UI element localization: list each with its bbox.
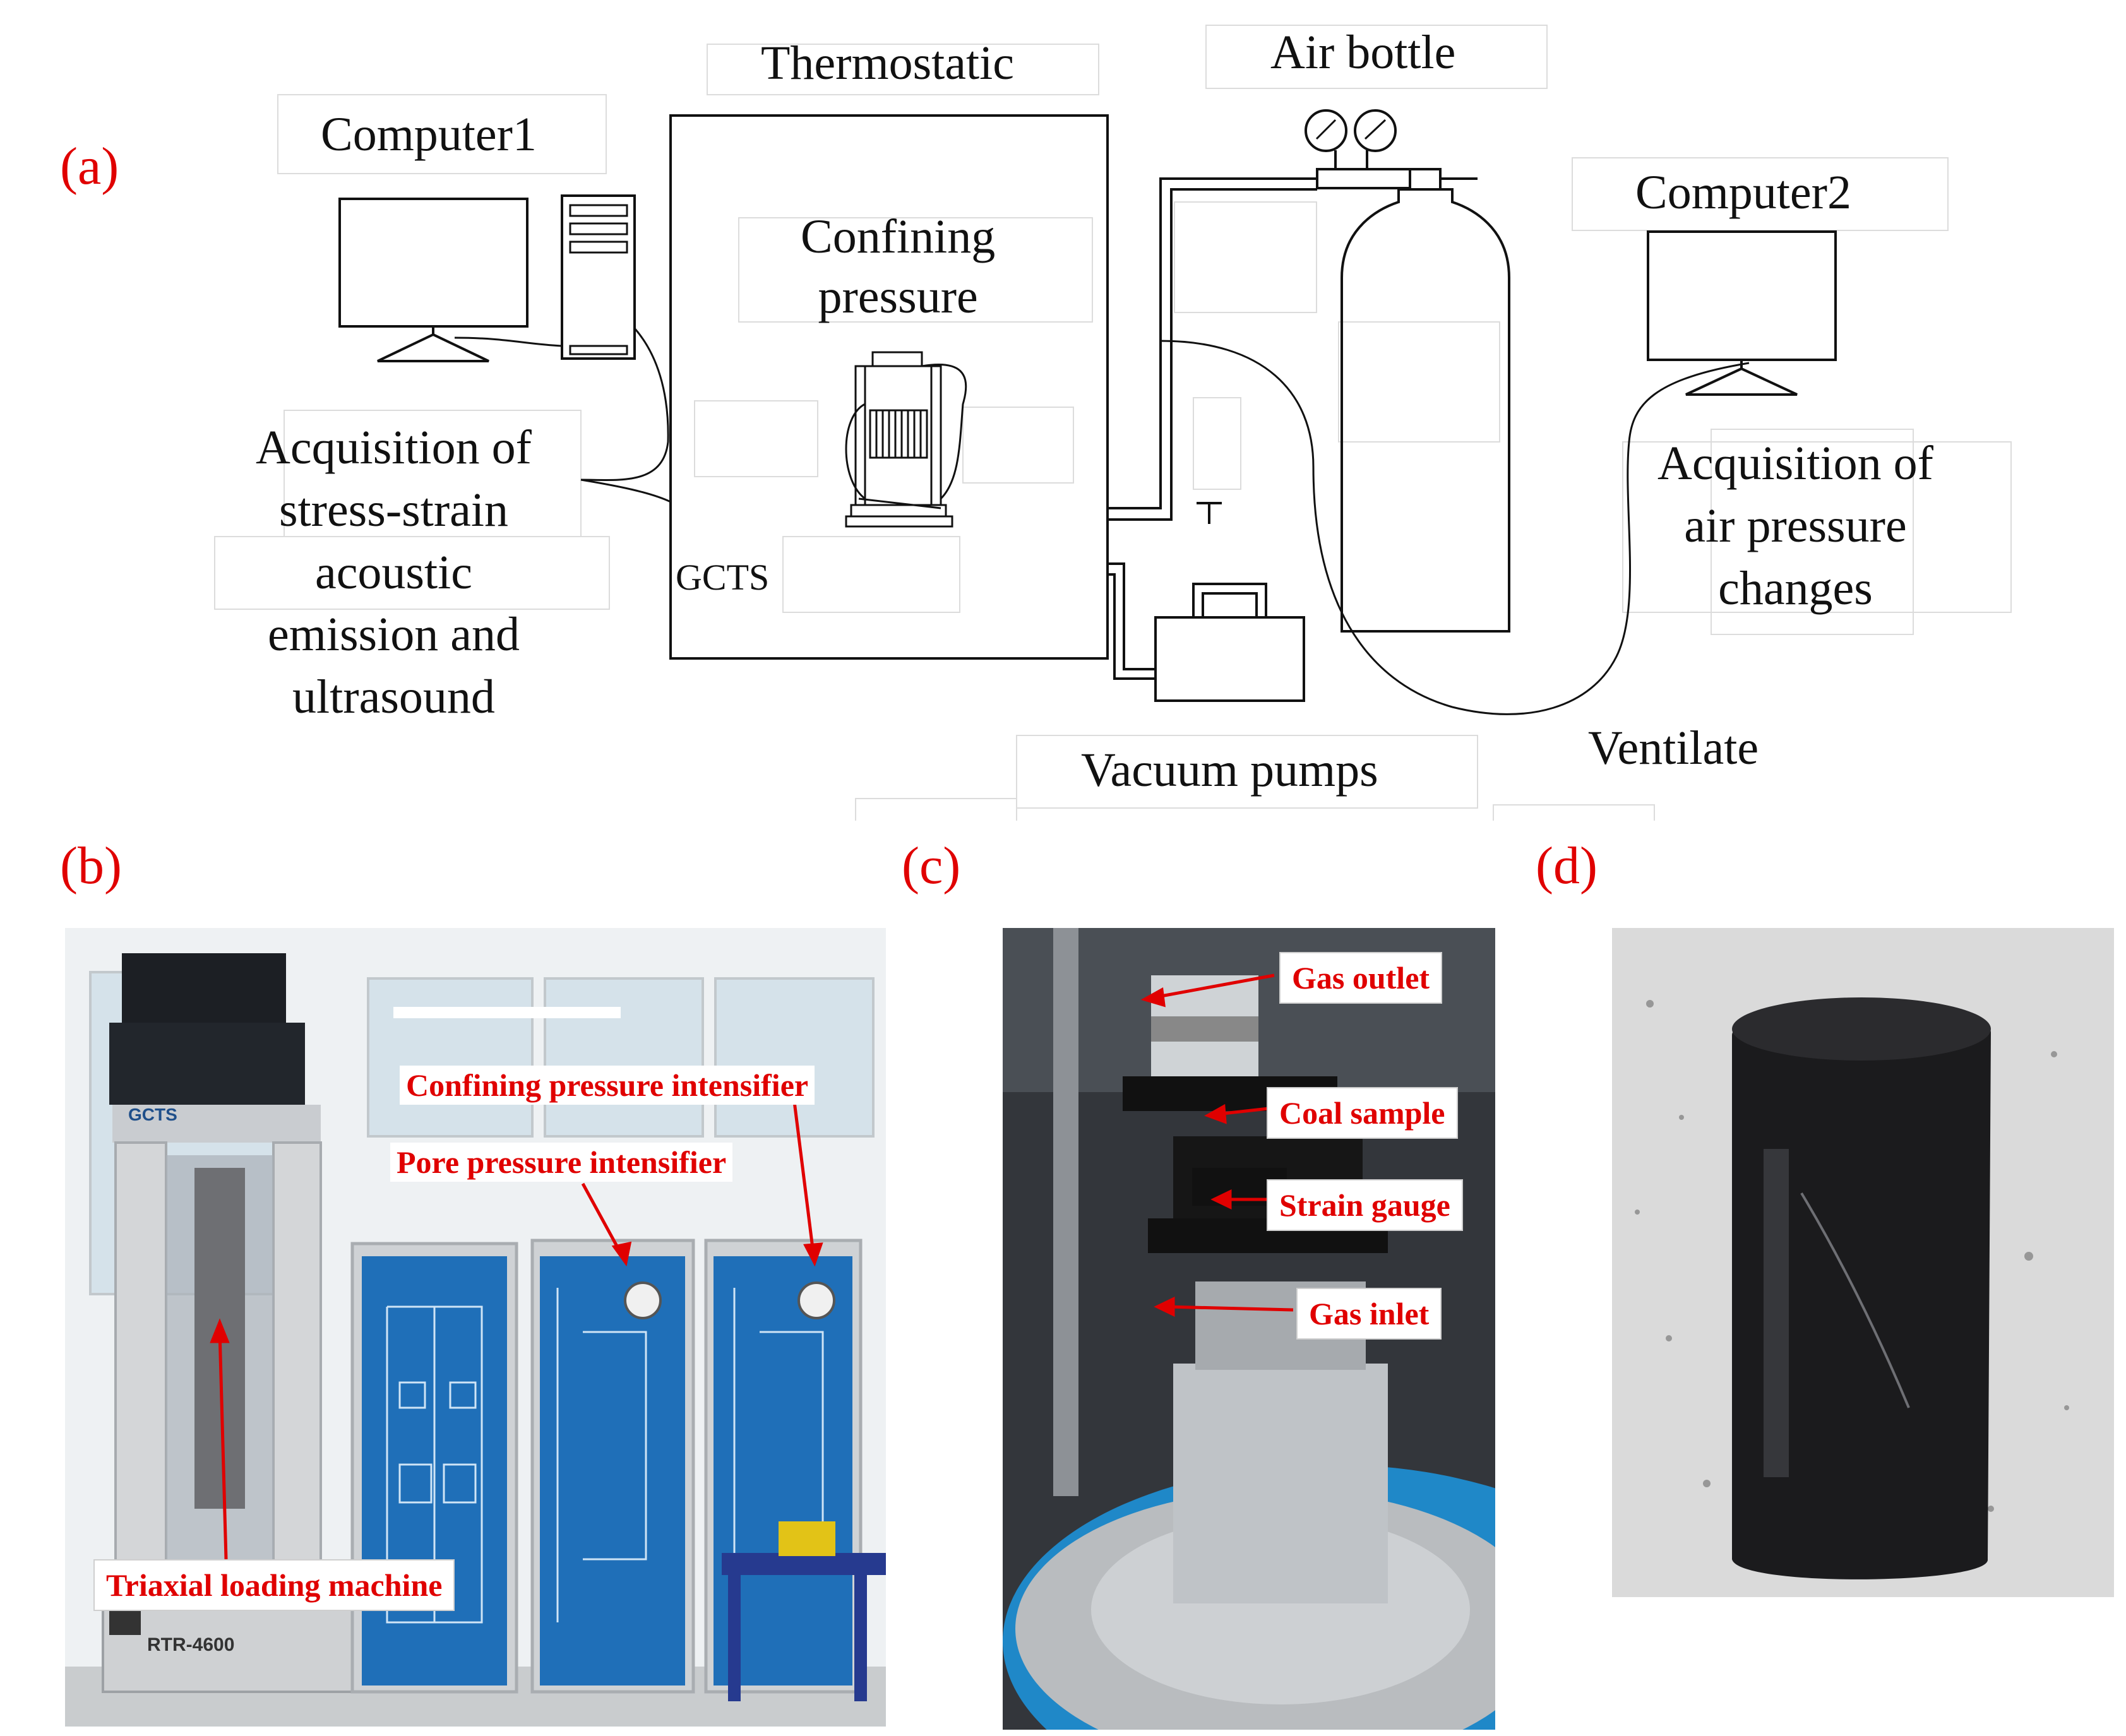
photo-b-illustration: GCTS RTR-4600	[65, 928, 886, 1727]
gcts-logo: GCTS	[128, 1105, 177, 1124]
panel-label-d: (d)	[1536, 836, 1597, 895]
acq-left-line: emission and	[268, 608, 520, 662]
ventilate-label: Ventilate	[1588, 722, 1759, 775]
schematic-diagram	[214, 25, 2012, 821]
triaxial-machine-callout: Triaxial loading machine	[93, 1559, 455, 1611]
gas-inlet-callout: Gas inlet	[1296, 1288, 1442, 1340]
triaxial-cell-icon	[845, 351, 967, 528]
acq-left-line: ultrasound	[292, 670, 495, 724]
acq-left-line: acoustic	[314, 545, 472, 599]
strain-gauge-callout: Strain gauge	[1267, 1179, 1463, 1231]
air-bottle-label: Air bottle	[1270, 26, 1456, 79]
panel-label-c: (c)	[902, 836, 961, 895]
coal-sample-callout: Coal sample	[1267, 1087, 1458, 1139]
panel-label-b: (b)	[60, 836, 122, 895]
computer2-label: Computer2	[1635, 166, 1851, 219]
computer1-icon	[338, 194, 636, 362]
confining-intensifier-callout: Confining pressure intensifier	[400, 1066, 815, 1105]
acq-right-line: air pressure	[1684, 499, 1907, 552]
gas-outlet-callout: Gas outlet	[1279, 952, 1443, 1004]
acq-left-line: stress-strain	[278, 483, 508, 537]
confining-line2: pressure	[818, 270, 978, 323]
acq-left-line: Acquisition of	[256, 421, 532, 474]
confining-line1: Confining	[801, 210, 996, 263]
vacuum-pump-icon	[1108, 562, 1305, 702]
panel-label-a: (a)	[60, 137, 119, 196]
air-bottle-icon	[1305, 109, 1510, 633]
thermostatic-label: Thermostatic	[761, 37, 1014, 90]
gcts-label: GCTS	[676, 557, 770, 598]
vacuum-pumps-label: Vacuum pumps	[1081, 744, 1378, 797]
photo-c-illustration	[1003, 928, 1495, 1730]
acquisition-right-label: Acquisition of air pressure changes	[1657, 432, 1933, 619]
photo-d-illustration	[1612, 928, 2114, 1597]
photo-b-lab-equipment: GCTS RTR-4600	[65, 928, 886, 1727]
thermostatic-chamber	[669, 114, 1109, 660]
model-text: RTR-4600	[147, 1634, 234, 1655]
acquisition-left-label: Acquisition of stress-strain acoustic em…	[256, 417, 532, 728]
acq-right-line: Acquisition of	[1657, 437, 1933, 490]
pore-intensifier-callout: Pore pressure intensifier	[390, 1143, 733, 1182]
computer2-icon	[1647, 230, 1837, 396]
confining-pressure-label: Confining pressure	[801, 207, 995, 327]
photo-c-cell-closeup: Gas outlet Coal sample Strain gauge Gas …	[1003, 928, 1495, 1730]
photo-d-coal-sample	[1612, 928, 2114, 1597]
acq-right-line: changes	[1718, 561, 1873, 615]
computer1-label: Computer1	[321, 108, 537, 161]
